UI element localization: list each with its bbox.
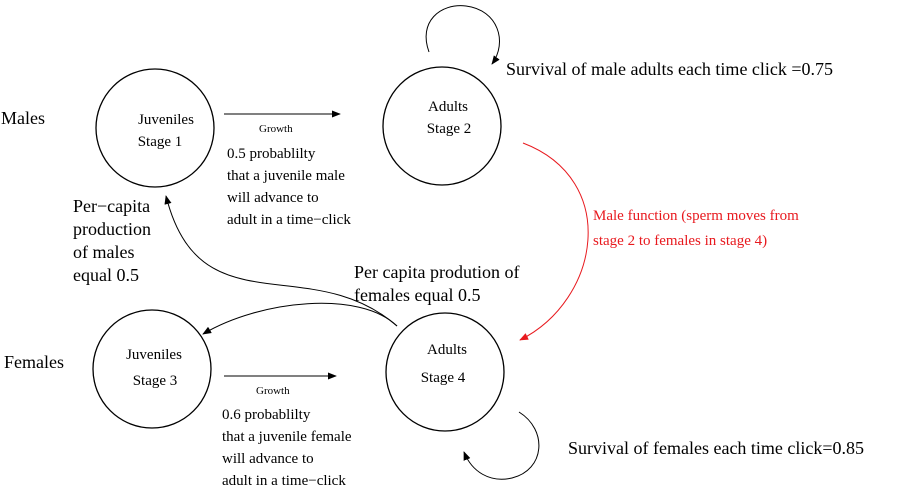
male-production-label: Per−capita production of males equal 0.5 [73,196,151,285]
text-line: that a juvenile male [227,168,345,184]
node-stage: Stage 2 [427,121,472,137]
text-line: Per capita prodution of [354,262,519,282]
node-title: Adults [427,342,467,358]
edge-female-production [202,302,398,335]
row-label-females: Females [4,352,64,372]
male-survival-label: Survival of male adults each time click … [506,59,833,79]
edge-growth-female: Growth [224,372,337,397]
female-survival-label: Survival of females each time click=0.85 [568,438,864,458]
text-line: will advance to [227,190,319,206]
edge-male-survival-loop: Survival of male adults each time click … [425,5,833,79]
female-production-label: Per capita prodution of females equal 0.… [354,262,519,305]
node-stage: Stage 3 [133,373,178,389]
text-line: 0.6 probablilty [222,407,311,423]
male-growth-probability: 0.5 probablilty that a juvenile male wil… [227,146,351,228]
node-stage: Stage 4 [421,370,466,386]
text-line: adult in a time−click [227,212,351,228]
node-title: Juveniles [126,347,182,363]
node-title: Juveniles [138,112,194,128]
edge-female-survival-loop: Survival of females each time click=0.85 [463,411,864,480]
growth-male-label: Growth [259,123,293,135]
node-stage: Stage 1 [138,134,183,150]
node-juveniles-stage-1: Juveniles Stage 1 [95,68,215,188]
text-line: adult in a time−click [222,473,346,487]
node-adults-stage-4: Adults Stage 4 [385,312,505,432]
text-line: production [73,219,151,239]
node-juveniles-stage-3: Juveniles Stage 3 [92,309,212,429]
text-line: 0.5 probablilty [227,146,316,162]
text-line: of males [73,242,134,262]
text-line: will advance to [222,451,314,467]
edge-male-production [164,195,398,327]
male-function-line-2: stage 2 to females in stage 4) [593,233,767,249]
male-function-line-1: Male function (sperm moves from [593,208,799,224]
text-line: Per−capita [73,196,150,216]
growth-female-label: Growth [256,385,290,397]
node-title: Adults [428,99,468,115]
row-label-males: Males [1,108,45,128]
text-line: equal 0.5 [73,265,139,285]
text-line: females equal 0.5 [354,285,480,305]
edge-male-function: Male function (sperm moves from stage 2 … [519,142,799,341]
edge-growth-male: Growth [224,110,341,135]
node-adults-stage-2: Adults Stage 2 [382,66,502,186]
female-growth-probability: 0.6 probablilty that a juvenile female w… [222,407,352,487]
text-line: that a juvenile female [222,429,352,445]
